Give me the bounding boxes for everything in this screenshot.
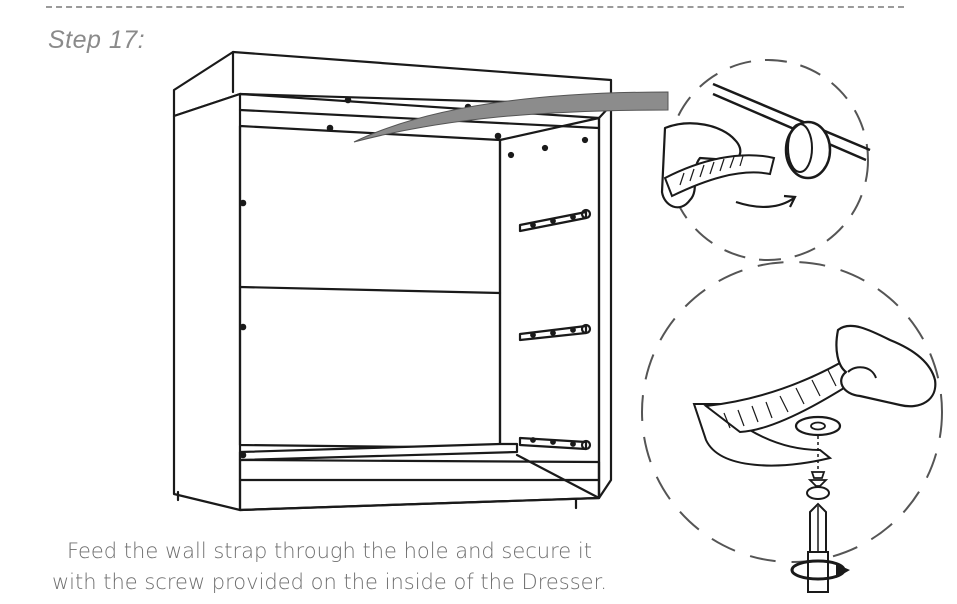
instruction-text: Feed the wall strap through the hole and… [12,536,647,598]
drawer-slide [518,436,592,451]
dashed-divider [46,6,904,8]
hand-feeding-strap-detail-icon [660,59,871,261]
dresser-cabinet-icon [172,50,613,512]
step-title: Step 17: [48,26,146,54]
instruction-line-1: Feed the wall strap through the hole and… [67,539,592,563]
instruction-line-2: with the screw provided on the inside of… [52,570,607,594]
screwdriver-securing-strap-detail-icon [641,261,943,593]
callout-strap-arrow [353,91,669,143]
drawer-slide [518,208,592,233]
drawer-slide [518,323,592,342]
